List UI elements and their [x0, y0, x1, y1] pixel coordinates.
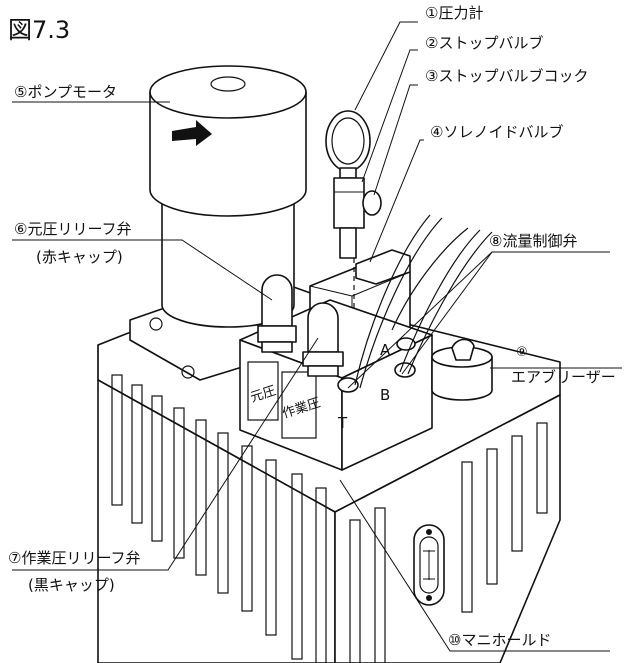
label-flow-control-valve: ⑧流量制御弁 [489, 232, 577, 250]
port-t-label: T [337, 414, 348, 432]
main-relief-valve [257, 274, 297, 353]
stop-valve-cock-knob [362, 190, 382, 216]
pump-motor [149, 65, 307, 328]
port-a-label: A [380, 341, 391, 359]
label-main-relief-valve: ⑥元圧リリーフ弁 [14, 220, 132, 238]
label-solenoid-valve: ④ソレノイドバルブ [430, 123, 563, 141]
label-stop-valve-cock: ③ストップバルブコック [425, 67, 588, 85]
pressure-gauge [325, 110, 371, 179]
stop-valve [333, 177, 382, 259]
port-b-label: B [380, 386, 390, 404]
label-manifold: ⑩マニホールド [448, 631, 551, 649]
rotation-arrow-icon [172, 120, 212, 146]
label-main-relief-cap: (赤キャップ) [36, 248, 123, 266]
label-pressure-gauge: ①圧力計 [425, 4, 483, 22]
cooling-fins-left [111, 374, 327, 663]
labels: ①圧力計 ②ストップバルブ ③ストップバルブコック ④ソレノイドバルブ ⑤ポンプ… [8, 4, 616, 649]
label-air-breather-num: ⑨ [516, 345, 528, 360]
work-relief-valve [302, 302, 344, 377]
label-stop-valve: ②ストップバルブ [425, 34, 543, 52]
leader-lines [12, 21, 622, 652]
label-work-relief-valve: ⑦作業圧リリーフ弁 [8, 549, 141, 567]
tank-right-face [334, 394, 561, 663]
label-air-breather: エアブリーザー [511, 368, 616, 386]
cooling-fins-right [349, 422, 548, 663]
oil-level-gauge [413, 524, 445, 606]
figure-title: 図7.3 [8, 16, 70, 44]
air-breather [431, 338, 493, 401]
label-work-relief-cap: (黒キャップ) [28, 576, 115, 594]
label-pump-motor: ⑤ポンプモータ [14, 83, 117, 101]
